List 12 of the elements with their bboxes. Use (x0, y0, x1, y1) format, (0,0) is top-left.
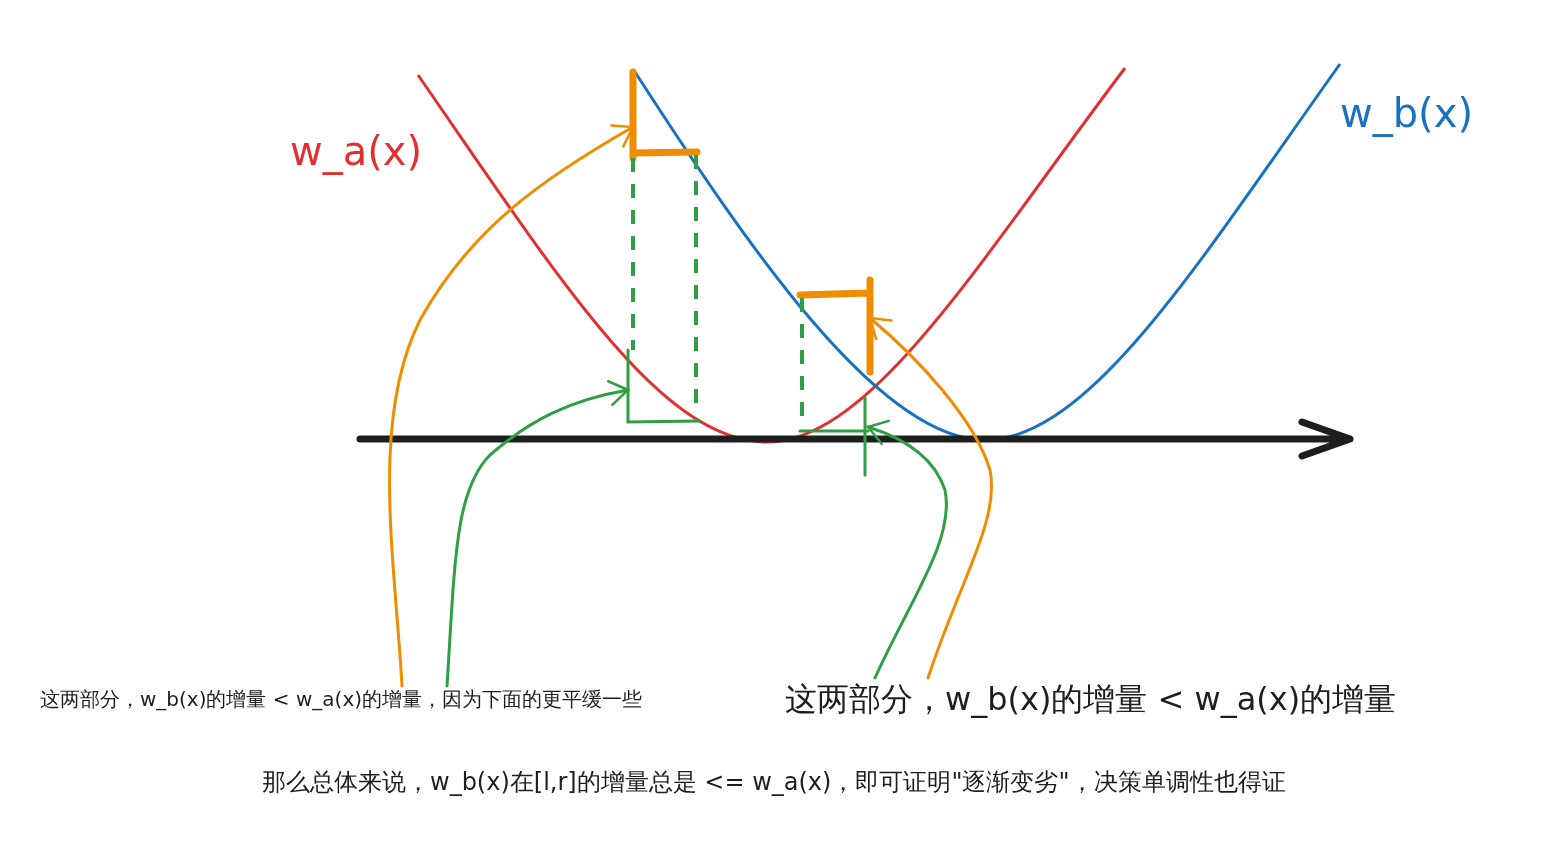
curved-arrow (866, 420, 948, 680)
annotation-text: 这两部分，w_b(x)的增量 < w_a(x)的增量，因为下面的更平缓一些 (40, 686, 643, 713)
annotation-text: 这两部分，w_b(x)的增量 < w_a(x)的增量 (785, 678, 1397, 722)
dashed-guide-line (631, 158, 635, 350)
curve-label: w_b(x) (1340, 90, 1473, 136)
conclusion-text: 那么总体来说，w_b(x)在[l,r]的增量总是 <= w_a(x)，即可证明"逐渐变劣"，决策单调性也得证 (262, 767, 1286, 798)
increment-bracket (798, 396, 870, 477)
increment-bar (796, 276, 874, 376)
curve-label: w_a(x) (290, 128, 423, 174)
curved-arrow (445, 380, 630, 688)
increment-bracket (626, 348, 702, 424)
increment-bar (629, 68, 701, 162)
